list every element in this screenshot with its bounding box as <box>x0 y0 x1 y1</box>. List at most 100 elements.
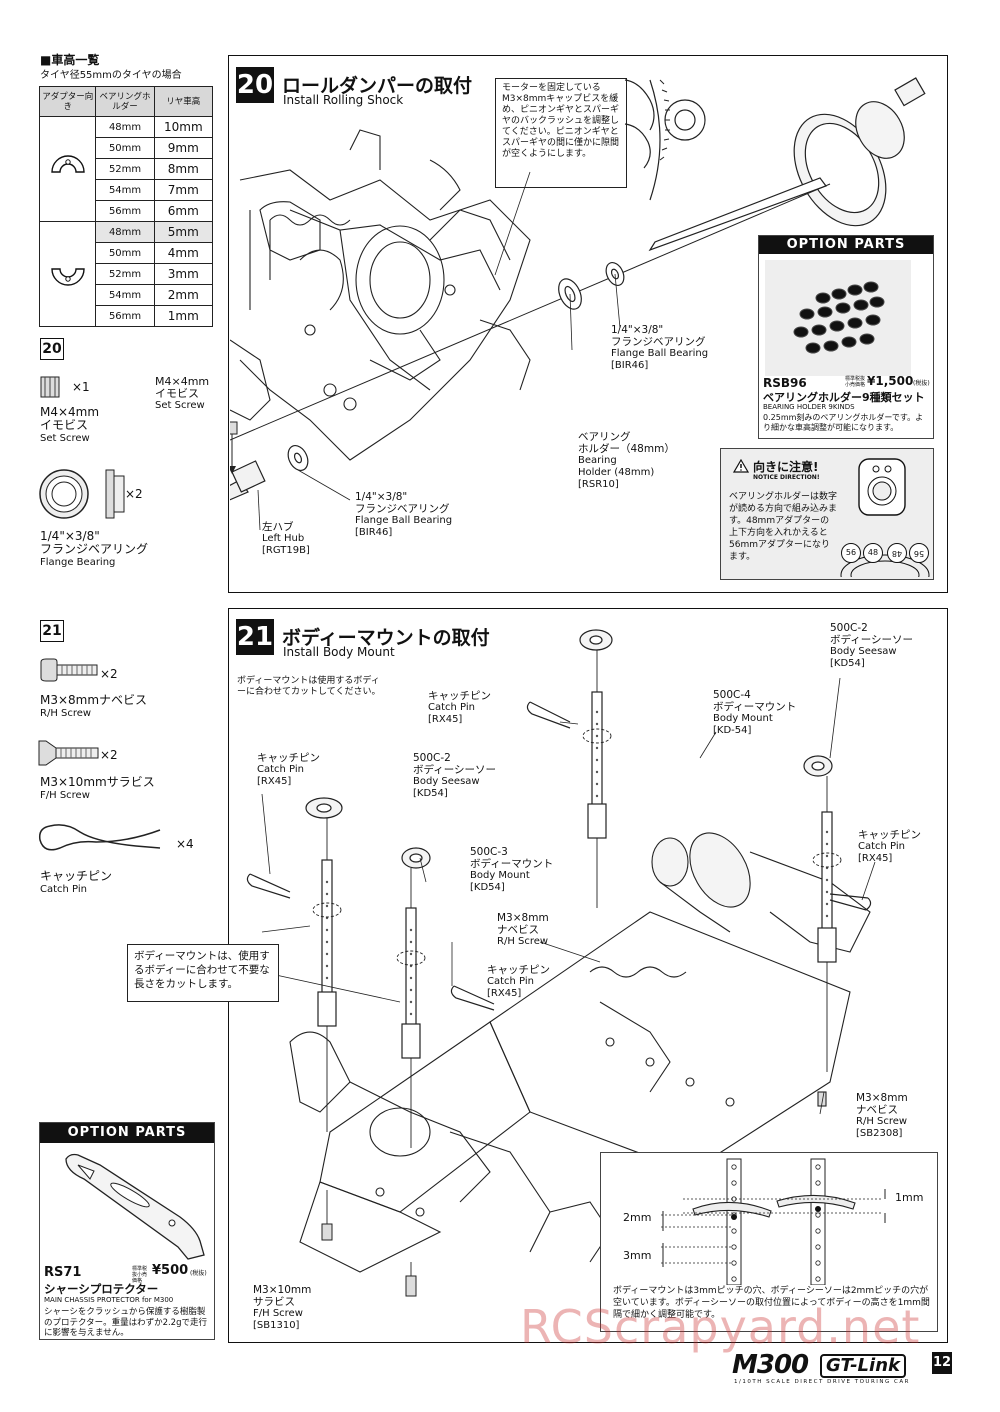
label-line: [RGT19B] <box>262 545 310 556</box>
label-line: R/H Screw <box>856 1116 908 1127</box>
option2-tax: (税抜) <box>190 1270 207 1277</box>
label-line: R/H Screw <box>40 708 92 719</box>
label-line: ボディーマウント <box>470 858 554 870</box>
height-cell: 8mm <box>153 158 214 180</box>
holder-cell: 48mm <box>95 116 155 138</box>
label-line: ホルダー（48mm） <box>578 443 675 455</box>
caution-subtitle: NOTICE DIRECTION! <box>753 474 820 481</box>
label-line: 1/4"×3/8" <box>355 491 408 503</box>
height-table-subtitle: タイヤ径55mmのタイヤの場合 <box>40 70 182 81</box>
label-line: [BIR46] <box>355 527 393 538</box>
parts21-rh-label: M3×8mmナベビス R/H Screw <box>40 694 147 720</box>
height-cell: 9mm <box>153 137 214 159</box>
col-adapter: アダプター向き <box>38 86 97 117</box>
adapter-down-image <box>38 221 97 327</box>
option1-name: ベアリングホルダー9種類セット <box>763 391 925 404</box>
label-line: イモビス <box>155 387 199 400</box>
adapter-up-icon <box>51 154 85 173</box>
label-line: Flange Bearing <box>40 557 116 568</box>
pitch-note: ボディーマウントは3mmピッチの穴、ボディーシーソーは2mmピッチの穴が空いてい… <box>613 1286 930 1320</box>
cut-note: ボディーマウントは、使用するボディーに合わせて不要な長さをカットします。 <box>127 944 279 1002</box>
option2-name-en: MAIN CHASSIS PROTECTOR for M300 <box>44 1296 174 1304</box>
label-line: キャッチピン <box>487 964 550 976</box>
label-line: ナベビス <box>497 924 539 936</box>
pitch-1mm: 1mm <box>895 1191 924 1204</box>
label-line: Set Screw <box>40 433 90 444</box>
height-cell: 4mm <box>153 242 214 264</box>
label-line: フランジベアリング <box>40 542 149 556</box>
label-line: [KD-54] <box>713 725 752 736</box>
footer-logo-gtlink: GT-Link <box>820 1354 906 1378</box>
option-parts-protector: OPTION PARTS RS71 標準税抜小売価格 ¥500 (税抜) シャー… <box>39 1122 215 1340</box>
label-line: Bearing <box>578 455 617 466</box>
warning-icon <box>733 459 749 473</box>
option2-price-note: 標準税抜小売価格 <box>132 1266 148 1284</box>
height-cell: 2mm <box>153 284 214 306</box>
label-line: キャッチピン <box>858 829 921 841</box>
step21-subtitle: Install Body Mount <box>283 645 395 659</box>
label-line: キャッチピン <box>428 690 491 702</box>
col-height: リヤ車高 <box>153 86 214 117</box>
step21-mount4-label: 500C-4 ボディーマウント Body Mount [KD-54] <box>713 689 796 737</box>
parts21-pin-label: キャッチピン Catch Pin <box>40 870 112 896</box>
label-line: ナベビス <box>856 1104 898 1116</box>
step21-illustration <box>246 629 876 1297</box>
fh-screw-icon <box>38 740 99 766</box>
label-line: 左ハブ <box>262 521 294 533</box>
option2-code: RS71 <box>44 1265 82 1280</box>
label-line: [SB1310] <box>253 1320 300 1331</box>
option-parts-bearing-holder: OPTION PARTS RSB96 標準税抜小売価格 ¥1,500 (税抜) … <box>758 235 934 439</box>
step21-mount3-label: 500C-3 ボディーマウント Body Mount [KD54] <box>470 846 553 894</box>
label-line: ボディーマウント <box>713 701 797 713</box>
label-line: 1/4"×3/8" <box>611 324 664 336</box>
adapter-mark: 56 <box>841 543 861 563</box>
label-line: [KD54] <box>470 882 505 893</box>
option-head: OPTION PARTS <box>759 236 933 254</box>
label-line: キャッチピン <box>257 752 320 764</box>
step20-illustration <box>230 77 926 531</box>
label-line: R/H Screw <box>497 936 549 947</box>
parts21-badge: 21 <box>40 620 64 642</box>
pitch-2mm: 2mm <box>623 1211 652 1224</box>
step20-title: ロールダンパーの取付 <box>282 75 473 97</box>
label-line: [RX45] <box>428 714 463 725</box>
label-line: M4×4mm <box>155 375 210 388</box>
parts20-bearing-label: 1/4"×3/8" フランジベアリング Flange Bearing <box>40 530 148 569</box>
label-line: [RX45] <box>487 988 522 999</box>
label-line: F/H Screw <box>253 1308 303 1319</box>
step21-pin-top-label: キャッチピン Catch Pin [RX45] <box>428 690 491 726</box>
label-line: 500C-3 <box>470 846 508 858</box>
holder-cell: 54mm <box>95 179 155 201</box>
holder-cell: 50mm <box>95 242 155 264</box>
step20-bearing-b-label: 1/4"×3/8" フランジベアリング Flange Ball Bearing … <box>355 491 452 539</box>
label-line: [RSR10] <box>578 479 619 490</box>
label-line: 1/4"×3/8" <box>40 529 100 543</box>
bearing-holder-icon <box>858 458 906 516</box>
adapter-up-image <box>38 116 97 222</box>
label-line: Catch Pin <box>487 976 534 987</box>
holder-cell: 50mm <box>95 137 155 159</box>
height-cell: 1mm <box>153 305 214 327</box>
pitch-detail-box: 1mm 2mm 3mm ボディーマウントは3mmピッチの穴、ボディーシーソーは2… <box>600 1152 938 1332</box>
label-line: Body Mount <box>713 713 773 724</box>
adapter-mark: 48 <box>887 543 907 563</box>
label-line: Catch Pin <box>40 884 87 895</box>
caution-title: 向きに注意! <box>753 460 819 474</box>
label-line: [BIR46] <box>611 360 649 371</box>
label-line: Catch Pin <box>858 841 905 852</box>
label-line: サラビス <box>253 1296 295 1308</box>
height-table-title: ■車高一覧 <box>40 53 100 67</box>
step20-bearing-a-label: 1/4"×3/8" フランジベアリング Flange Ball Bearing … <box>611 324 708 372</box>
label-line: キャッチピン <box>40 869 113 883</box>
holder-cell: 52mm <box>95 263 155 285</box>
label-line: M3×10mmサラビス <box>40 775 155 789</box>
parts20-set-screw-label: M4×4mm イモビス Set Screw <box>40 406 99 445</box>
footer-tagline: 1/10TH SCALE DIRECT DRIVE TOURING CAR <box>734 1379 910 1385</box>
option1-code: RSB96 <box>763 376 807 390</box>
height-cell: 6mm <box>153 200 214 222</box>
flange-bearing-icon <box>39 469 125 519</box>
set-screw-icon <box>40 376 60 398</box>
height-cell: 7mm <box>153 179 214 201</box>
label-line: [KD54] <box>830 658 865 669</box>
step20-frame <box>228 55 948 593</box>
